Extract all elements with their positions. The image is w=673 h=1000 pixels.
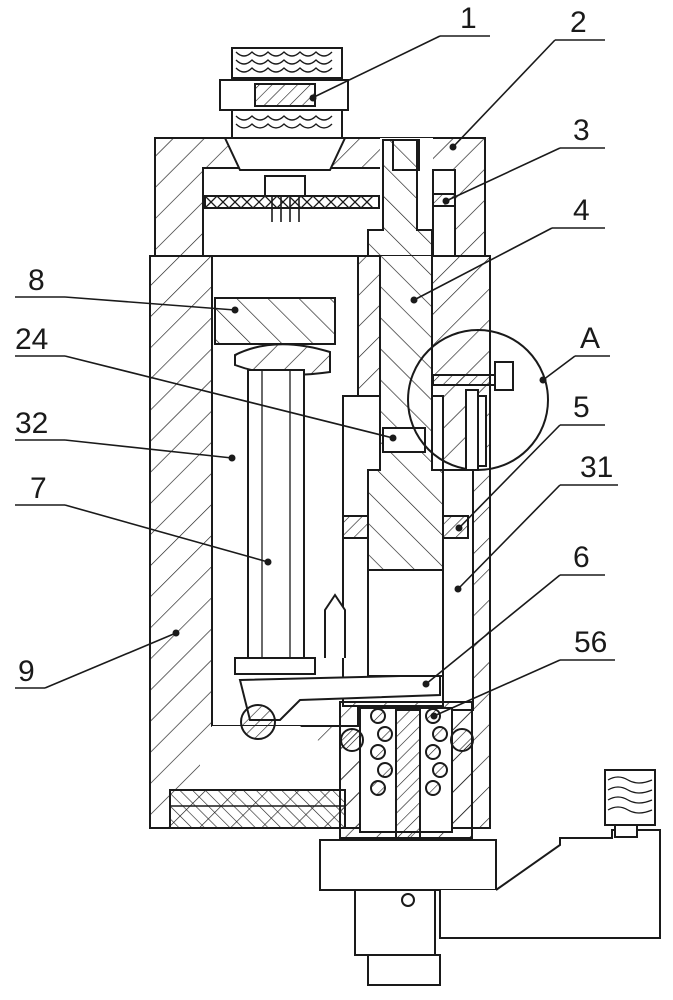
- label-24: 24: [15, 323, 48, 356]
- label-1: 1: [460, 2, 477, 35]
- spring-assembly-part-56: [340, 702, 473, 838]
- label-3: 3: [573, 114, 590, 147]
- label-6: 6: [573, 541, 590, 574]
- label-9: 9: [18, 655, 35, 688]
- label-56: 56: [574, 626, 607, 659]
- label-31: 31: [580, 451, 613, 484]
- label-32: 32: [15, 407, 48, 440]
- label-4: 4: [573, 194, 590, 227]
- label-5: 5: [573, 391, 590, 424]
- connector-part-1: [220, 48, 348, 138]
- label-2: 2: [570, 6, 587, 39]
- label-a: A: [580, 322, 600, 355]
- label-8: 8: [28, 264, 45, 297]
- label-7: 7: [30, 472, 47, 505]
